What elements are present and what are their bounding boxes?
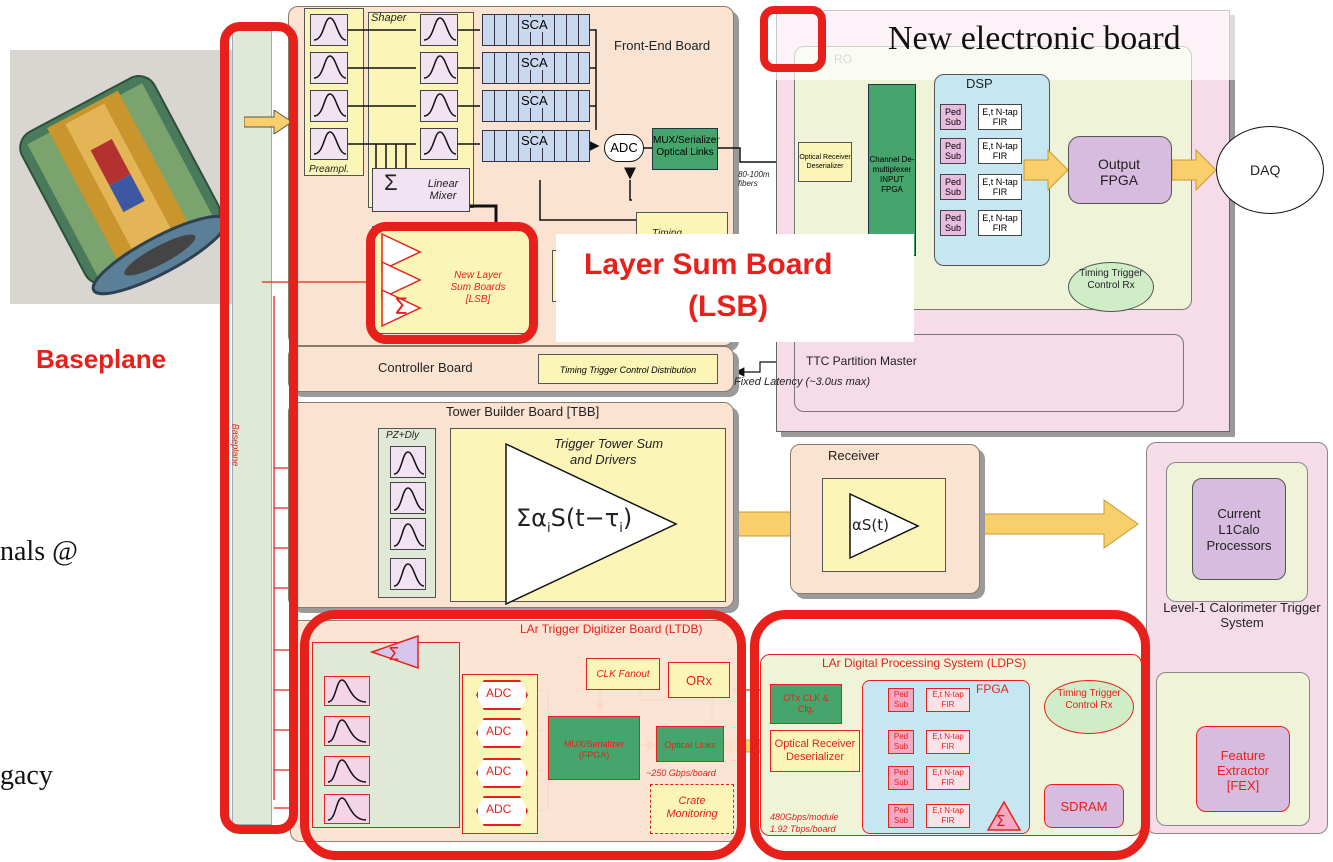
ped-sub-label: Ped Sub bbox=[945, 177, 961, 197]
dsp-label: DSP bbox=[966, 76, 993, 91]
fe-mux-serializer: MUX/Serializer Optical Links bbox=[652, 128, 718, 170]
baseplane-highlight-frame bbox=[220, 22, 298, 834]
dsp-block bbox=[934, 74, 1050, 266]
rod-ped-sub-1: Ped Sub bbox=[940, 104, 966, 130]
formula-part-2: S(t−τ bbox=[551, 504, 620, 532]
tbb-pulse-3 bbox=[390, 518, 426, 550]
mixer-sigma: Σ bbox=[384, 170, 398, 196]
adc-label: ADC bbox=[610, 140, 637, 155]
ldps-highlight-frame bbox=[750, 610, 1150, 860]
shaper-3 bbox=[420, 90, 458, 122]
lsb-callout-line2: (LSB) bbox=[688, 290, 768, 324]
rod-etap-4: E,t N-tap FIR bbox=[978, 210, 1022, 236]
rod-etap-2: E,t N-tap FIR bbox=[978, 138, 1022, 164]
receiver-title: Receiver bbox=[828, 448, 879, 463]
shaper-2 bbox=[420, 52, 458, 84]
tbb-pulse-2 bbox=[390, 482, 426, 514]
controller-board-title: Controller Board bbox=[378, 360, 473, 375]
ped-sub-label: Ped Sub bbox=[945, 213, 961, 233]
fex-label: Feature Extractor [FEX] bbox=[1200, 748, 1286, 793]
shaper-1 bbox=[420, 14, 458, 46]
receiver-formula: αS(t) bbox=[852, 516, 889, 534]
ttc-distribution-label: Timing Trigger Control Distribution bbox=[560, 365, 696, 375]
lsb-highlight-frame bbox=[366, 222, 538, 344]
pz-dly-label: PZ+Dly bbox=[386, 430, 419, 441]
sca-label: SCA bbox=[519, 93, 550, 108]
formula-part-3: ) bbox=[623, 504, 632, 532]
channel-demux-fpga: Channel De-multiplexer INPUT FPGA bbox=[868, 84, 916, 256]
sca-2: SCA bbox=[482, 52, 590, 84]
sca-1: SCA bbox=[482, 14, 590, 46]
tower-sum-formula: ΣαiS(t−τi) bbox=[516, 504, 632, 536]
ltdb-highlight-frame bbox=[300, 610, 746, 860]
preamp-3 bbox=[310, 90, 348, 122]
ped-sub-label: Ped Sub bbox=[945, 141, 961, 161]
rod-ped-sub-4: Ped Sub bbox=[940, 210, 966, 236]
formula-part-1: Σα bbox=[516, 504, 547, 532]
sca-4: SCA bbox=[482, 130, 590, 162]
rod-ped-sub-2: Ped Sub bbox=[940, 138, 966, 164]
fixed-latency-label: Fixed Latency (~3.0us max) bbox=[734, 376, 870, 388]
ttc-partition-master bbox=[794, 334, 1184, 412]
rod-etap-1: E,t N-tap FIR bbox=[978, 104, 1022, 130]
fe-adc: ADC bbox=[604, 134, 644, 162]
output-fpga-label: Output FPGA bbox=[1088, 156, 1150, 188]
preamp-1 bbox=[310, 14, 348, 46]
etap-label: E,t N-tap FIR bbox=[982, 213, 1018, 233]
sca-3: SCA bbox=[482, 90, 590, 122]
etap-label: E,t N-tap FIR bbox=[982, 107, 1018, 127]
channel-demux-label: Channel De-multiplexer INPUT FPGA bbox=[870, 155, 915, 194]
shaper-4 bbox=[420, 128, 458, 160]
sca-label: SCA bbox=[519, 133, 550, 148]
ttc-distribution: Timing Trigger Control Distribution bbox=[538, 354, 718, 384]
tbb-pulse-1 bbox=[390, 446, 426, 478]
rod-etap-3: E,t N-tap FIR bbox=[978, 174, 1022, 200]
mux-label: MUX/Serializer Optical Links bbox=[653, 135, 720, 158]
rod-optical-rx: Optical Receiver Deserializer bbox=[798, 142, 852, 182]
rod-ttc-rx-label: Timing Trigger Control Rx bbox=[1074, 268, 1148, 292]
l1calo-processors-label: Current L1Calo Processors bbox=[1196, 506, 1282, 554]
rod-optical-rx-label: Optical Receiver Deserializer bbox=[799, 154, 850, 170]
etap-label: E,t N-tap FIR bbox=[982, 141, 1018, 161]
etap-label: E,t N-tap FIR bbox=[982, 177, 1018, 197]
tbb-title: Tower Builder Board [TBB] bbox=[446, 404, 599, 419]
preamp-4 bbox=[310, 128, 348, 160]
rod-ped-sub-3: Ped Sub bbox=[940, 174, 966, 200]
new-board-legend-swatch bbox=[760, 6, 826, 72]
ttc-partition-label: TTC Partition Master bbox=[806, 354, 917, 368]
ped-sub-label: Ped Sub bbox=[945, 107, 961, 127]
new-board-legend-text: New electronic board bbox=[888, 20, 1181, 58]
daq-label: DAQ bbox=[1250, 162, 1280, 178]
tbb-pulse-4 bbox=[390, 558, 426, 590]
preamp-2 bbox=[310, 52, 348, 84]
lsb-callout-line1: Layer Sum Board bbox=[584, 248, 832, 282]
linear-mixer-label: Linear Mixer bbox=[418, 178, 468, 202]
sca-label: SCA bbox=[519, 17, 550, 32]
sca-label: SCA bbox=[519, 55, 550, 70]
l1calo-system-label: Level-1 Calorimeter Trigger System bbox=[1150, 600, 1333, 630]
